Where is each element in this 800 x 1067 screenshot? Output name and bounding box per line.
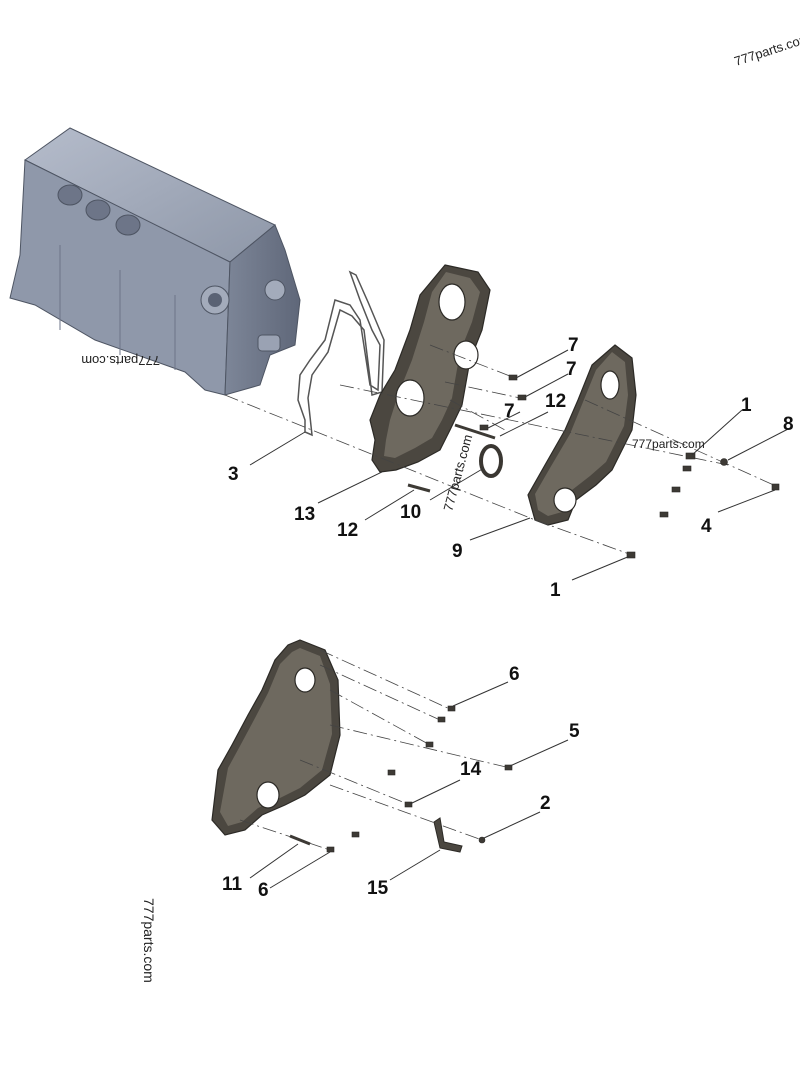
callout-label: 15 — [367, 878, 389, 899]
callout-label: 9 — [452, 541, 463, 562]
watermark-text: 777parts.com — [632, 437, 705, 451]
watermark-text: 777parts.com — [732, 30, 800, 69]
bolts — [289, 374, 780, 853]
callout-label: 8 — [783, 414, 794, 435]
front-oil-seal — [479, 444, 503, 478]
engine-block — [9, 127, 301, 396]
callout-label: 12 — [545, 391, 566, 412]
callout-label: 1 — [550, 580, 561, 601]
callout-label: 4 — [701, 516, 712, 537]
callout-label: 14 — [460, 759, 482, 780]
callout-label: 7 — [504, 401, 515, 422]
leader-lines — [249, 349, 791, 889]
callout-label: 1 — [741, 395, 752, 416]
callout-label: 11 — [222, 874, 243, 895]
timing-cover-gasket — [297, 270, 385, 437]
callout-label: 6 — [509, 664, 520, 685]
callout-label: 10 — [400, 502, 421, 523]
callout-label: 6 — [258, 880, 269, 901]
callout-label: 3 — [228, 464, 239, 485]
callout-labels: 7 7 7 12 1 8 3 13 12 10 9 4 1 6 5 14 2 1… — [222, 335, 794, 901]
callout-label: 2 — [540, 793, 551, 814]
assembly-axis-lines — [224, 344, 779, 851]
callout-label: 5 — [569, 721, 580, 742]
watermark-text: 777parts.com — [440, 433, 475, 513]
bracket — [433, 817, 463, 853]
callout-label: 7 — [566, 359, 577, 380]
callout-label: 13 — [294, 504, 315, 525]
front-cover — [211, 639, 341, 836]
watermark-text: 777parts.com — [81, 353, 160, 368]
callout-label: 12 — [337, 520, 358, 541]
watermark-text: 777parts.com — [141, 898, 157, 983]
callout-label: 7 — [568, 335, 579, 356]
gear-housing — [369, 264, 491, 473]
